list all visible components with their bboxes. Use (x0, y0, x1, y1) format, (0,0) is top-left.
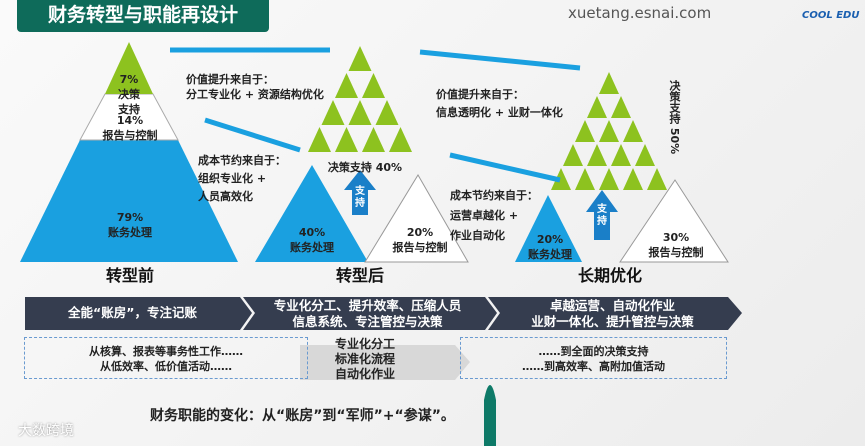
after-account-triangle (255, 165, 368, 262)
after-support-label: 支持 (355, 186, 365, 209)
long-report-triangle (619, 179, 729, 263)
left-dashed-box (24, 337, 308, 379)
green-triangle (362, 127, 385, 152)
green-triangle (321, 100, 345, 125)
logo-cool-edu: COOL EDU (802, 10, 860, 21)
page-title: 财务转型与职能再设计 (17, 0, 269, 32)
green-triangle (551, 168, 571, 190)
long-decision-label: 决策支持 50% (668, 80, 681, 155)
green-triangle (611, 96, 631, 118)
after-report-label: 20% 报告与控制 (392, 226, 448, 254)
after-decision-label: 决策支持 40% (327, 161, 403, 174)
after-account-label: 40% 账务处理 (290, 226, 334, 254)
note-cost-1: 成本节约来自于： 组织专业化 + 人员高效化 (198, 154, 286, 203)
stage-after: 转型后 (335, 266, 384, 285)
green-triangles-longterm (551, 72, 667, 190)
green-triangle (335, 73, 358, 98)
long-account-triangle (515, 195, 582, 262)
band-text-3: 卓越运营、自动化作业 业财一体化、提升管控与决策 (531, 298, 694, 329)
green-triangle (587, 144, 607, 166)
before-bottom-label: 79% 账务处理 (108, 211, 152, 239)
note-value-2: 价值提升来自于： 信息透明化 + 业财一体化 (436, 88, 563, 119)
after-report-triangle (364, 174, 469, 263)
after-support-arrow (344, 170, 376, 215)
green-triangle (308, 127, 331, 152)
green-triangle (348, 100, 372, 125)
green-triangle (563, 144, 583, 166)
band-text-1: 全能“账房”，专注记账 (68, 305, 197, 320)
middle-gray-arrow (300, 345, 470, 380)
band-text-2: 专业化分工、提升效率、压缩人员 信息系统、专注管控与决策 (273, 298, 462, 329)
green-triangle (389, 127, 412, 152)
green-triangle (611, 144, 631, 166)
before-top-label: 7% 决策 支持 (118, 73, 140, 116)
green-triangle (647, 168, 667, 190)
green-triangle (599, 168, 619, 190)
long-support-label: 支持 (597, 204, 607, 227)
green-triangle (599, 72, 619, 94)
note-cost-2: 成本节约来自于： 运营卓越化 + 作业自动化 (450, 189, 538, 242)
long-account-label: 20% 账务处理 (528, 233, 572, 261)
left-box-text: 从核算、报表等事务性工作…… 从低效率、低价值活动…… (89, 345, 243, 373)
band-segment-3 (488, 297, 742, 330)
green-triangle (575, 120, 595, 142)
green-triangle (635, 144, 655, 166)
right-dashed-box (460, 337, 727, 379)
long-support-arrow (586, 190, 618, 240)
teal-pointer (484, 385, 496, 446)
right-box-text: ……到全面的决策支持 ……到高效率、高附加值活动 (522, 345, 665, 373)
middle-steps: 专业化分工 标准化流程 自动化作业 (334, 337, 395, 381)
watermark: 大数跨境 (18, 423, 74, 439)
green-triangle (599, 120, 619, 142)
note-value-1: 价值提升来自于： 分工专业化 + 资源结构优化 (186, 73, 324, 101)
pyramid-before-top (105, 42, 153, 94)
green-triangles-after (308, 46, 412, 152)
green-triangle (575, 168, 595, 190)
before-mid-label: 14% 报告与控制 (102, 114, 158, 142)
green-triangle (587, 96, 607, 118)
logo-url: xuetang.esnai.com (568, 4, 712, 22)
green-triangle (348, 46, 372, 71)
green-triangle (335, 127, 358, 152)
long-report-label: 30% 报告与控制 (648, 231, 704, 259)
stage-before: 转型前 (105, 266, 154, 285)
band-segment-1 (25, 297, 252, 330)
green-triangle (375, 100, 399, 125)
green-triangle (623, 120, 643, 142)
green-triangle (623, 168, 643, 190)
green-triangle (362, 73, 385, 98)
conclusion: 财务职能的变化：从“账房”到“军师”+“参谋”。 (150, 408, 455, 424)
band-segment-2 (243, 297, 497, 330)
pyramid-before-bottom (20, 140, 238, 262)
stage-longterm: 长期优化 (577, 266, 642, 285)
